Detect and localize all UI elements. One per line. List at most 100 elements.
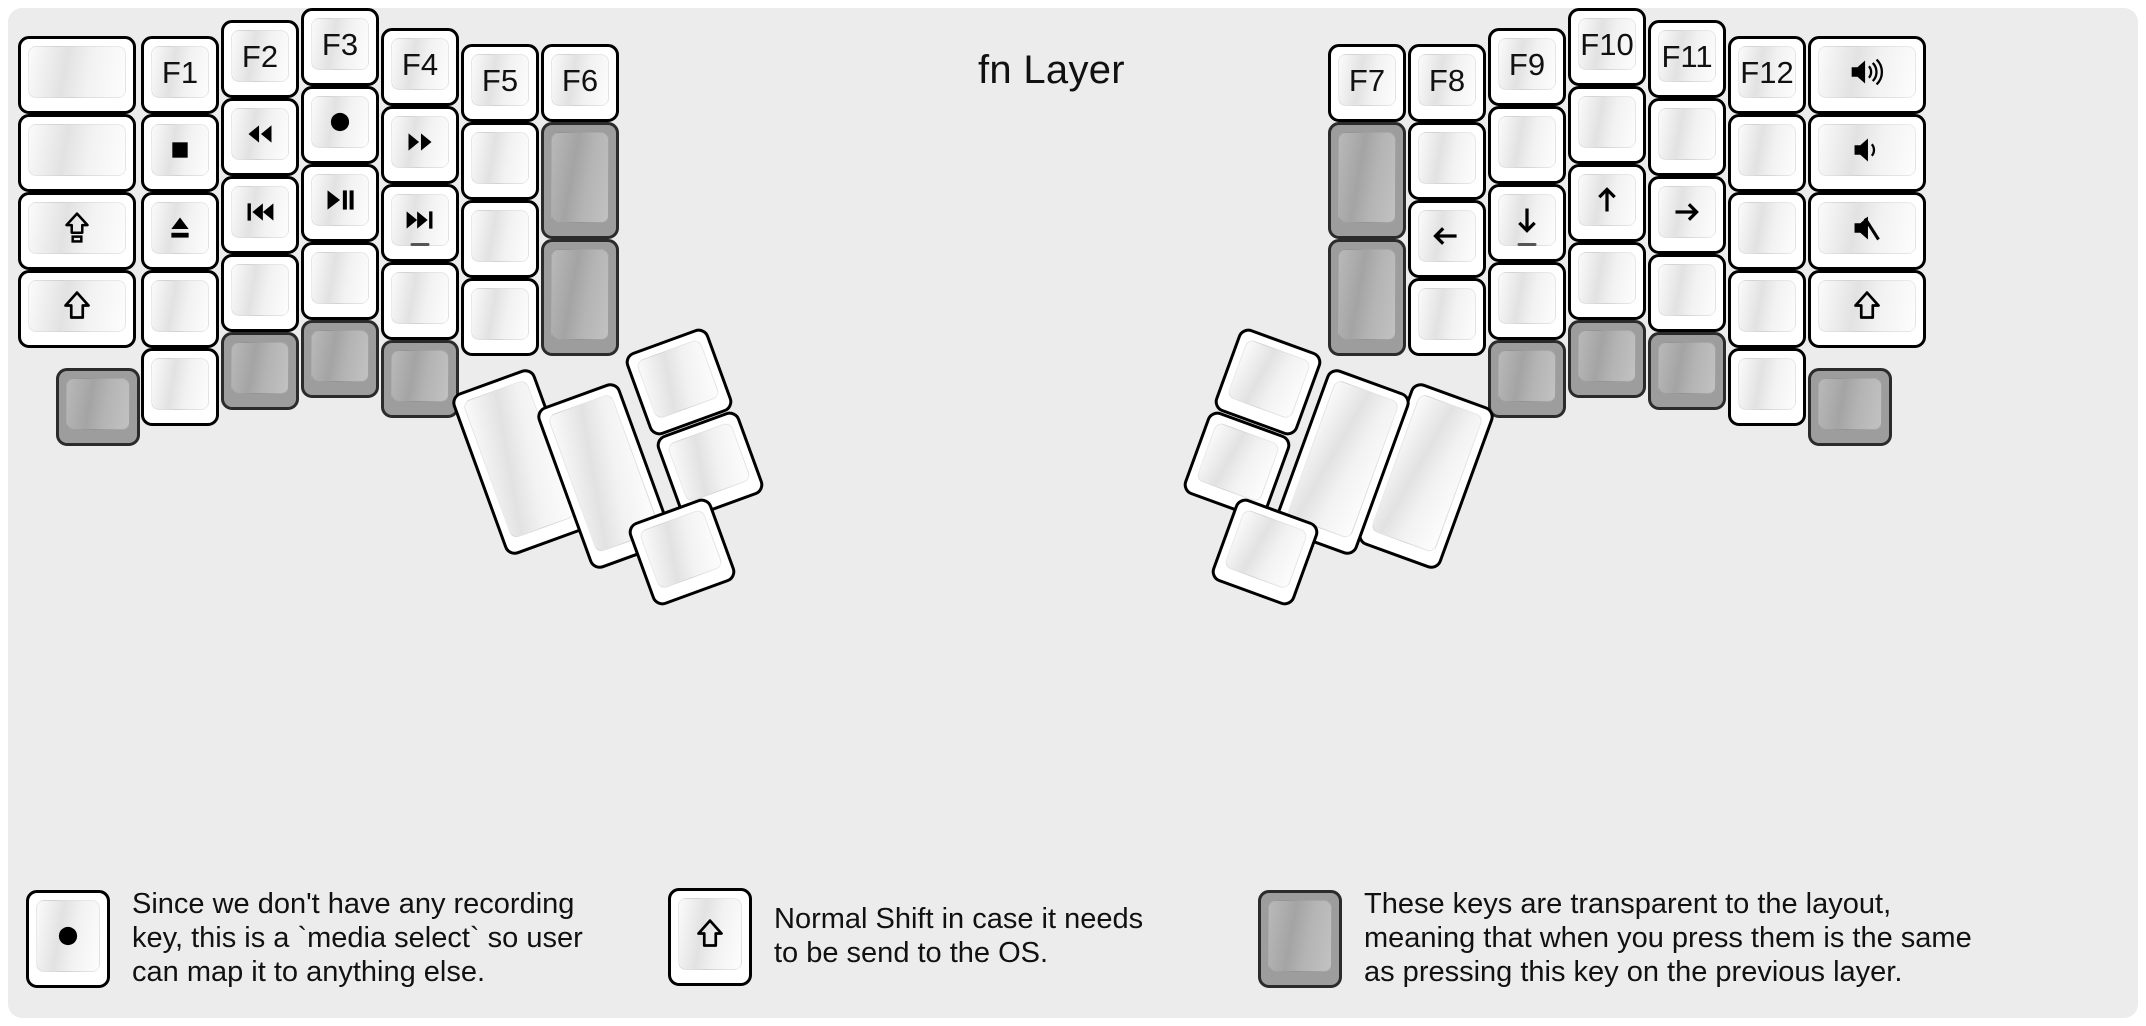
keycap-surface: F7 bbox=[1338, 54, 1396, 106]
media-stop-icon bbox=[157, 127, 203, 173]
key-index-2[interactable] bbox=[1488, 106, 1566, 184]
keycap-surface: F12 bbox=[1738, 46, 1796, 98]
homing-bar bbox=[1517, 243, 1537, 246]
key-pinky-5[interactable] bbox=[1728, 348, 1806, 426]
key-pinky-outer-thumbrow-1[interactable] bbox=[56, 368, 140, 446]
key-pinky-outer-4[interactable] bbox=[1808, 270, 1926, 348]
key-label: F2 bbox=[241, 38, 279, 74]
key-pinky-outer-1[interactable] bbox=[1808, 36, 1926, 114]
key-ring-3[interactable] bbox=[221, 176, 299, 254]
volume-up-icon bbox=[1844, 49, 1890, 95]
key-middle-5[interactable] bbox=[1568, 320, 1646, 398]
legend-sample-key-2 bbox=[668, 888, 752, 986]
keycap-surface: F8 bbox=[1418, 54, 1476, 106]
key-index-inner-4[interactable] bbox=[1408, 278, 1486, 356]
keycap-surface bbox=[1578, 252, 1636, 304]
key-inner-1[interactable]: F7 bbox=[1328, 44, 1406, 122]
key-middle-4[interactable] bbox=[301, 242, 379, 320]
key-pinky-1[interactable]: F12 bbox=[1728, 36, 1806, 114]
key-inner-3[interactable] bbox=[1328, 239, 1406, 356]
key-index-4[interactable] bbox=[1488, 262, 1566, 340]
keycap-surface bbox=[231, 342, 289, 394]
keycap-surface bbox=[1418, 210, 1476, 262]
key-pinky-1[interactable]: F1 bbox=[141, 36, 219, 114]
keycap-surface bbox=[231, 186, 289, 238]
keycap-surface bbox=[1418, 132, 1476, 184]
key-inner-2[interactable] bbox=[1328, 122, 1406, 239]
key-index-4[interactable] bbox=[381, 262, 459, 340]
keycap-surface bbox=[1498, 350, 1556, 402]
key-index-inner-4[interactable] bbox=[461, 278, 539, 356]
key-middle-2[interactable] bbox=[1568, 86, 1646, 164]
key-index-inner-2[interactable] bbox=[461, 122, 539, 200]
key-middle-1[interactable]: F3 bbox=[301, 8, 379, 86]
arrow-left-icon bbox=[1424, 213, 1470, 259]
key-ring-2[interactable] bbox=[221, 98, 299, 176]
arrow-up-icon bbox=[1584, 177, 1630, 223]
key-index-inner-1[interactable]: F8 bbox=[1408, 44, 1486, 122]
key-index-inner-3[interactable] bbox=[1408, 200, 1486, 278]
media-record-icon bbox=[317, 99, 363, 145]
legend-entry-1: Since we don't have any recording key, t… bbox=[26, 888, 583, 990]
key-index-3[interactable] bbox=[381, 184, 459, 262]
key-pinky-outer-4[interactable] bbox=[18, 270, 136, 348]
legend-entry-2: Normal Shift in case it needs to be send… bbox=[668, 888, 1143, 986]
keycap-surface: F6 bbox=[551, 54, 609, 106]
key-ring-5[interactable] bbox=[221, 332, 299, 410]
key-index-1[interactable]: F9 bbox=[1488, 28, 1566, 106]
key-inner-2[interactable] bbox=[541, 122, 619, 239]
key-ring-1[interactable]: F11 bbox=[1648, 20, 1726, 98]
key-middle-2[interactable] bbox=[301, 86, 379, 164]
key-inner-1[interactable]: F6 bbox=[541, 44, 619, 122]
key-label: F1 bbox=[161, 54, 199, 90]
key-pinky-outer-2[interactable] bbox=[1808, 114, 1926, 192]
key-pinky-2[interactable] bbox=[1728, 114, 1806, 192]
key-pinky-4[interactable] bbox=[1728, 270, 1806, 348]
key-middle-3[interactable] bbox=[1568, 164, 1646, 242]
key-pinky-4[interactable] bbox=[141, 270, 219, 348]
keycap-surface bbox=[1498, 272, 1556, 324]
keycap-surface bbox=[1498, 116, 1556, 168]
key-middle-3[interactable] bbox=[301, 164, 379, 242]
key-index-inner-2[interactable] bbox=[1408, 122, 1486, 200]
key-ring-5[interactable] bbox=[1648, 332, 1726, 410]
key-pinky-2[interactable] bbox=[141, 114, 219, 192]
keycap-surface bbox=[471, 210, 529, 262]
key-index-inner-3[interactable] bbox=[461, 200, 539, 278]
media-next-icon bbox=[397, 197, 443, 243]
key-middle-1[interactable]: F10 bbox=[1568, 8, 1646, 86]
key-inner-3[interactable] bbox=[541, 239, 619, 356]
keycap-surface: F4 bbox=[391, 38, 449, 90]
key-index-5[interactable] bbox=[1488, 340, 1566, 418]
key-pinky-outer-1[interactable] bbox=[18, 36, 136, 114]
key-pinky-3[interactable] bbox=[141, 192, 219, 270]
keycap-surface bbox=[311, 174, 369, 226]
key-middle-4[interactable] bbox=[1568, 242, 1646, 320]
keycap-surface bbox=[551, 249, 609, 340]
keycap-surface bbox=[1658, 342, 1716, 394]
key-pinky-5[interactable] bbox=[141, 348, 219, 426]
key-pinky-outer-3[interactable] bbox=[1808, 192, 1926, 270]
keycap-surface: F9 bbox=[1498, 38, 1556, 90]
keycap-surface bbox=[1818, 124, 1916, 176]
key-ring-3[interactable] bbox=[1648, 176, 1726, 254]
key-index-3[interactable] bbox=[1488, 184, 1566, 262]
arrow-down-icon bbox=[1504, 197, 1550, 243]
key-ring-2[interactable] bbox=[1648, 98, 1726, 176]
key-index-5[interactable] bbox=[381, 340, 459, 418]
keycap-surface bbox=[151, 124, 209, 176]
keycap-surface: F11 bbox=[1658, 30, 1716, 82]
key-ring-4[interactable] bbox=[221, 254, 299, 332]
keycap-surface bbox=[1338, 132, 1396, 223]
key-pinky-outer-2[interactable] bbox=[18, 114, 136, 192]
key-index-2[interactable] bbox=[381, 106, 459, 184]
key-pinky-outer-3[interactable] bbox=[18, 192, 136, 270]
key-index-inner-1[interactable]: F5 bbox=[461, 44, 539, 122]
key-ring-1[interactable]: F2 bbox=[221, 20, 299, 98]
key-middle-5[interactable] bbox=[301, 320, 379, 398]
key-pinky-3[interactable] bbox=[1728, 192, 1806, 270]
key-pinky-outer-thumbrow-1[interactable] bbox=[1808, 368, 1892, 446]
key-ring-4[interactable] bbox=[1648, 254, 1726, 332]
keycap-surface bbox=[391, 116, 449, 168]
key-index-1[interactable]: F4 bbox=[381, 28, 459, 106]
